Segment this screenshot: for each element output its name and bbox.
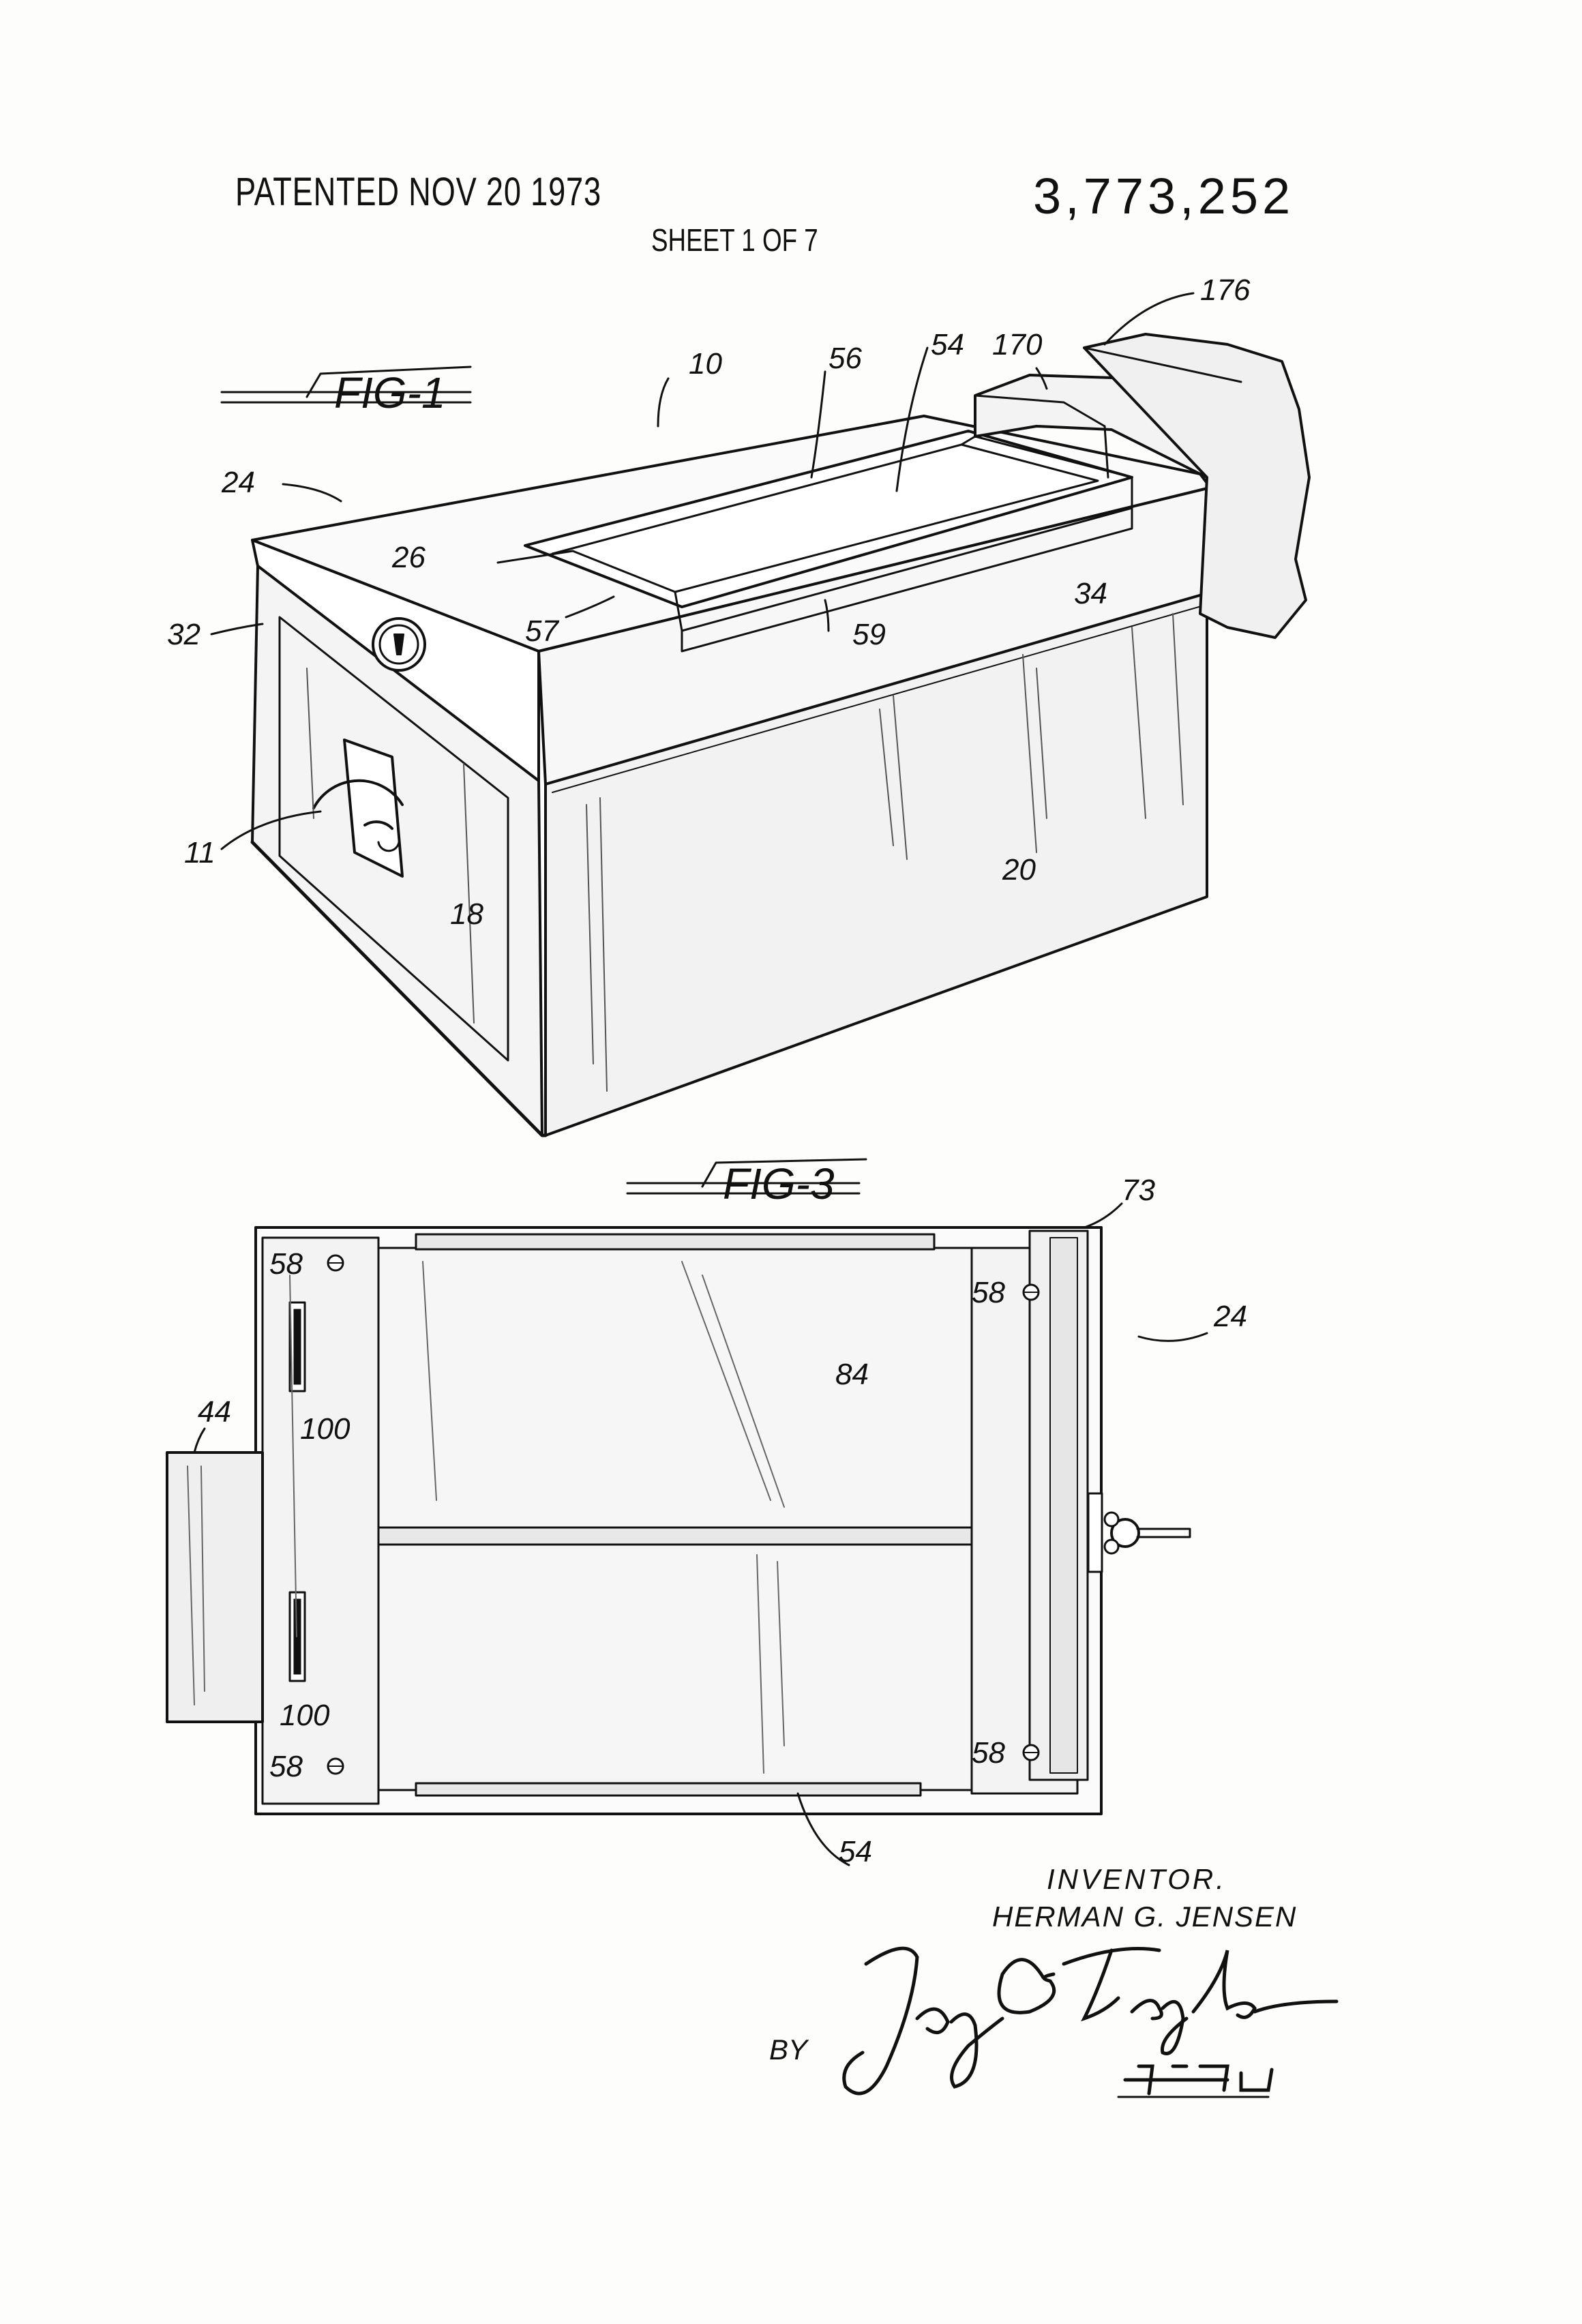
ref-73: 73	[1122, 1174, 1155, 1207]
fig1-cabinet	[252, 334, 1309, 1135]
ref-100-bottom: 100	[280, 1699, 330, 1732]
ref-84: 84	[835, 1358, 869, 1391]
ref-176: 176	[1200, 273, 1251, 307]
ref-24-fig3: 24	[1213, 1300, 1247, 1333]
ref-26: 26	[391, 541, 426, 574]
ref-11: 11	[184, 836, 215, 869]
by-label: BY	[769, 2034, 809, 2066]
inventor-heading: INVENTOR.	[1047, 1863, 1227, 1895]
ref-58-top-left: 58	[269, 1247, 303, 1281]
fig1-label: FIG-1	[334, 368, 446, 417]
ref-20: 20	[1002, 853, 1036, 887]
ref-56: 56	[829, 342, 862, 375]
ref-54-fig3: 54	[839, 1835, 872, 1868]
ref-18: 18	[450, 897, 483, 931]
attorney-signature	[844, 1948, 1337, 2097]
fig3-label: FIG-3	[723, 1159, 835, 1208]
ref-57: 57	[525, 614, 559, 648]
ref-100-top: 100	[300, 1412, 350, 1446]
ref-58-top-right: 58	[972, 1276, 1005, 1309]
ref-58-bottom-left: 58	[269, 1750, 303, 1783]
ref-44: 44	[198, 1395, 231, 1429]
inventor-name: HERMAN G. JENSEN	[992, 1901, 1297, 1933]
ref-54: 54	[931, 328, 964, 361]
ref-24: 24	[221, 466, 255, 499]
ref-34: 34	[1074, 577, 1107, 610]
ref-59: 59	[852, 618, 886, 651]
ref-10: 10	[689, 347, 722, 381]
ref-170: 170	[992, 328, 1043, 361]
ref-58-bottom-right: 58	[972, 1736, 1005, 1770]
ref-32: 32	[167, 618, 200, 651]
